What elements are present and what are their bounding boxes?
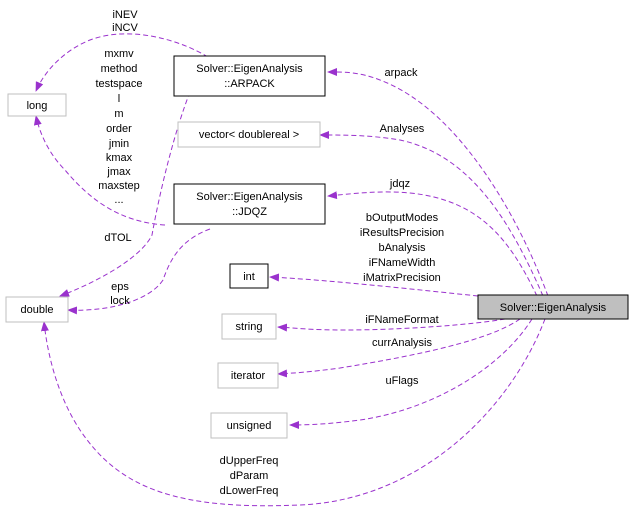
node-long[interactable]: long xyxy=(7,93,67,117)
edge-label: testspace xyxy=(95,78,142,90)
edge-label: kmax xyxy=(106,152,133,164)
edge-label: mxmv xyxy=(104,48,134,60)
edge-label: iFNameWidth xyxy=(369,257,436,269)
edge-label: jmax xyxy=(106,166,131,178)
edge-label: order xyxy=(106,123,132,135)
node-long-label: long xyxy=(27,100,48,112)
node-int[interactable]: int xyxy=(229,263,269,289)
node-double-label: double xyxy=(20,304,53,316)
node-jdqz[interactable]: Solver::EigenAnalysis ::JDQZ xyxy=(173,183,326,225)
edge-label: bAnalysis xyxy=(378,242,426,254)
edge-label: iMatrixPrecision xyxy=(363,272,441,284)
edge-label: eps xyxy=(111,281,129,293)
label-arpack: arpack xyxy=(384,67,418,79)
label-dtol: dTOL xyxy=(104,232,131,244)
edge-main-unsigned xyxy=(289,318,533,429)
edge-label: iResultsPrecision xyxy=(360,227,444,239)
label-double-members: dUpperFreq dParam dLowerFreq xyxy=(220,455,279,497)
label-uflags: uFlags xyxy=(385,375,419,387)
node-iterator[interactable]: iterator xyxy=(217,362,279,389)
node-iterator-label: iterator xyxy=(231,370,266,382)
edge-label: maxstep xyxy=(98,180,140,192)
edge-arpack-double xyxy=(59,91,191,297)
label-jdqz: jdqz xyxy=(389,178,410,190)
edge-main-int xyxy=(269,273,479,297)
edge-main-vector xyxy=(319,131,544,297)
label-inev-incv: iNEV iNCV xyxy=(112,9,138,34)
edge-label: jmin xyxy=(108,138,129,150)
node-jdqz-label-2: ::JDQZ xyxy=(232,206,267,218)
edge-jdqz-long xyxy=(33,115,166,226)
node-vector[interactable]: vector< doublereal > xyxy=(177,121,321,148)
edge-label: dParam xyxy=(230,470,269,482)
label-int-members: bOutputModes iResultsPrecision bAnalysis… xyxy=(360,212,444,284)
edge-label: method xyxy=(101,63,138,75)
node-arpack-label-2: ::ARPACK xyxy=(224,78,275,90)
node-jdqz-label-1: Solver::EigenAnalysis xyxy=(196,191,303,203)
edge-main-arpack xyxy=(327,68,549,297)
edge-label: l xyxy=(118,93,120,105)
node-int-label: int xyxy=(243,271,255,283)
edge-main-string xyxy=(277,318,506,332)
label-curranalysis: currAnalysis xyxy=(372,337,432,349)
node-main-label: Solver::EigenAnalysis xyxy=(500,302,607,314)
node-main[interactable]: Solver::EigenAnalysis xyxy=(477,294,629,320)
edge-label: ... xyxy=(114,194,123,206)
label-eps-lock: eps lock xyxy=(110,281,130,307)
edge-label: iNCV xyxy=(112,22,138,34)
edge-label: dLowerFreq xyxy=(220,485,279,497)
node-arpack[interactable]: Solver::EigenAnalysis ::ARPACK xyxy=(173,55,326,97)
edge-label: m xyxy=(114,108,123,120)
edge-label: iNEV xyxy=(112,9,138,21)
node-unsigned-label: unsigned xyxy=(227,420,272,432)
node-unsigned[interactable]: unsigned xyxy=(210,412,288,439)
edge-label: lock xyxy=(110,295,130,307)
edge-jdqz-double xyxy=(67,228,211,315)
edge-main-jdqz xyxy=(327,191,538,297)
edge-main-double xyxy=(40,318,546,507)
edge-main-iterator xyxy=(277,318,521,378)
edge-label: dUpperFreq xyxy=(220,455,279,467)
node-string[interactable]: string xyxy=(221,313,277,340)
node-string-label: string xyxy=(236,321,263,333)
label-jdqz-long: mxmv method testspace l m order jmin kma… xyxy=(95,48,142,206)
node-arpack-label-1: Solver::EigenAnalysis xyxy=(196,63,303,75)
node-double[interactable]: double xyxy=(5,296,69,323)
edge-label: bOutputModes xyxy=(366,212,439,224)
node-vector-label: vector< doublereal > xyxy=(199,129,299,141)
label-analyses: Analyses xyxy=(380,123,425,135)
label-ifnameformat: iFNameFormat xyxy=(365,314,438,326)
